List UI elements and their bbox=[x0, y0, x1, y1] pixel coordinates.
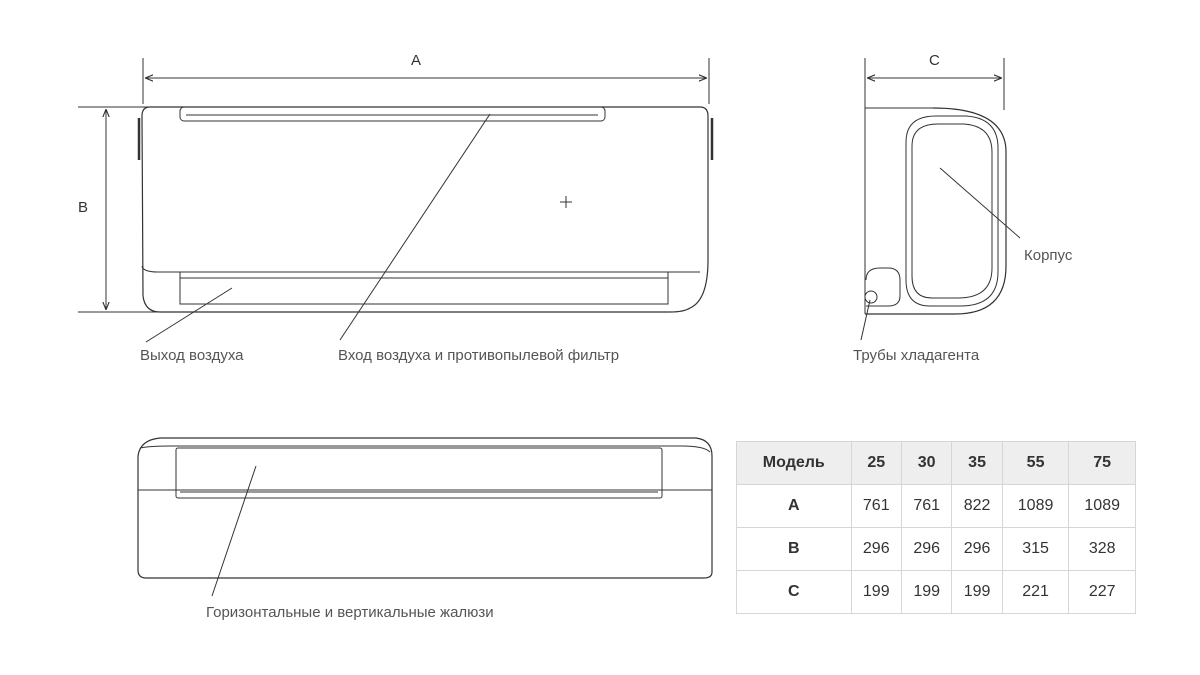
front-face-edge bbox=[141, 265, 700, 273]
table-cell: 227 bbox=[1068, 570, 1136, 614]
dim-a-label: A bbox=[411, 52, 422, 69]
front-outlet-slot bbox=[179, 271, 669, 305]
row-label: A bbox=[736, 484, 852, 528]
table-row: C 199 199 199 221 227 bbox=[736, 570, 1136, 614]
table-cell: 761 bbox=[900, 484, 953, 528]
table-cell: 1089 bbox=[1001, 484, 1070, 528]
table-header-row: Модель 25 30 35 55 75 bbox=[736, 441, 1136, 485]
header-cell: 75 bbox=[1068, 441, 1136, 485]
header-cell: Модель bbox=[736, 441, 852, 485]
side-pipe-port bbox=[865, 267, 901, 307]
table-row: A 761 761 822 1089 1089 bbox=[736, 484, 1136, 528]
label-air-inlet: Вход воздуха и противопылевой фильтр bbox=[338, 347, 620, 364]
label-refrigerant-pipes: Трубы хладагента bbox=[853, 347, 980, 364]
dim-c-label: C bbox=[929, 52, 940, 69]
row-label: C bbox=[736, 570, 852, 614]
table-cell: 199 bbox=[900, 570, 953, 614]
table-cell: 822 bbox=[951, 484, 1003, 528]
table-cell: 199 bbox=[951, 570, 1003, 614]
front-top-slot bbox=[179, 106, 606, 122]
table-cell: 1089 bbox=[1068, 484, 1136, 528]
front-body bbox=[141, 106, 709, 313]
bottom-body bbox=[137, 437, 713, 579]
table-cell: 761 bbox=[850, 484, 902, 528]
table-cell: 296 bbox=[850, 527, 902, 571]
dimensions-table: Модель 25 30 35 55 75 A 761 761 822 1089… bbox=[736, 441, 1136, 614]
bottom-view bbox=[137, 437, 713, 597]
label-louvers: Горизонтальные и вертикальные жалюзи bbox=[206, 604, 494, 621]
side-view bbox=[860, 58, 1021, 341]
table-cell: 221 bbox=[1001, 570, 1070, 614]
leader-louvers bbox=[211, 465, 257, 597]
leader-housing bbox=[939, 167, 1021, 239]
table-cell: 296 bbox=[951, 527, 1003, 571]
leader-air-outlet bbox=[145, 287, 233, 343]
label-housing: Корпус bbox=[1024, 247, 1073, 264]
side-shell-outer bbox=[865, 107, 1007, 315]
side-shell-inner bbox=[905, 115, 999, 307]
table-cell: 199 bbox=[850, 570, 902, 614]
table-cell: 296 bbox=[900, 527, 953, 571]
row-label: B bbox=[736, 527, 852, 571]
front-view bbox=[78, 58, 714, 343]
header-cell: 30 bbox=[900, 441, 953, 485]
label-air-outlet: Выход воздуха bbox=[140, 347, 244, 364]
header-cell: 55 bbox=[1001, 441, 1070, 485]
dim-b-label: B bbox=[78, 199, 89, 216]
table-row: B 296 296 296 315 328 bbox=[736, 527, 1136, 571]
header-cell: 25 bbox=[850, 441, 902, 485]
header-cell: 35 bbox=[951, 441, 1003, 485]
leader-air-inlet bbox=[339, 113, 491, 341]
bottom-louver-slot bbox=[175, 447, 663, 499]
table-cell: 315 bbox=[1001, 527, 1070, 571]
leader-refrigerant bbox=[860, 299, 871, 341]
table-cell: 328 bbox=[1068, 527, 1136, 571]
